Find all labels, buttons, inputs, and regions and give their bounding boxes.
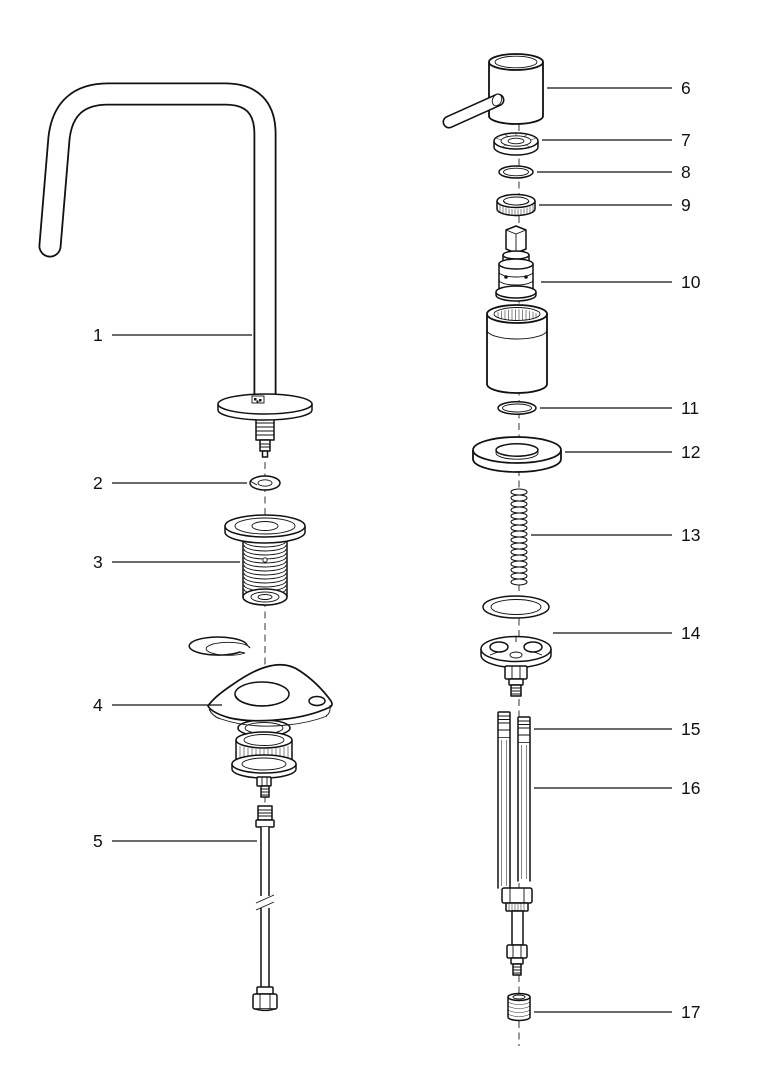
faucet-body (486, 304, 548, 394)
callout-8: 8 (537, 162, 691, 182)
part-number-16: 16 (681, 778, 700, 798)
callout-14: 14 (553, 623, 701, 643)
part-13-spring (510, 488, 528, 586)
part-number-3: 3 (93, 552, 103, 572)
part-11-o-ring (497, 401, 537, 415)
centerline-dashed (264, 124, 520, 1046)
part-number-8: 8 (681, 162, 691, 182)
part-number-13: 13 (681, 525, 700, 545)
part-number-4: 4 (93, 695, 103, 715)
part-number-10: 10 (681, 272, 701, 292)
callout-1: 1 (93, 325, 252, 345)
part-number-11: 11 (681, 398, 699, 418)
part-3-shank (224, 514, 306, 606)
callout-11: 11 (540, 398, 699, 418)
callout-17: 17 (534, 1002, 700, 1022)
part-10-cartridge (495, 225, 537, 302)
part-8-o-ring (498, 165, 534, 179)
part-number-9: 9 (681, 195, 691, 215)
part-number-12: 12 (681, 442, 700, 462)
part-5-supply-hose (252, 805, 278, 1012)
callout-12: 12 (565, 442, 700, 462)
part-6-handle (442, 53, 544, 129)
part-1-spout (38, 82, 313, 458)
part-2-clip (249, 475, 281, 491)
part-number-15: 15 (681, 719, 700, 739)
callout-5: 5 (93, 831, 257, 851)
callout-7: 7 (542, 130, 691, 150)
part-number-1: 1 (93, 325, 103, 345)
callout-15: 15 (534, 719, 700, 739)
callout-2: 2 (93, 473, 247, 493)
callout-16: 16 (534, 778, 700, 798)
part-number-14: 14 (681, 623, 701, 643)
part-12-base-ring (472, 436, 562, 473)
callout-9: 9 (539, 195, 691, 215)
part-9-ring-nut (496, 193, 536, 217)
part-15-hose-fittings (497, 711, 531, 744)
part-14-gasket-bracket (480, 595, 552, 697)
part-number-6: 6 (681, 78, 691, 98)
callout-10: 10 (541, 272, 701, 292)
callout-6: 6 (547, 78, 691, 98)
callouts: 1 2 3 4 5 6 7 8 (93, 78, 701, 1022)
part-number-7: 7 (681, 130, 691, 150)
callout-3: 3 (93, 552, 240, 572)
part-number-17: 17 (681, 1002, 700, 1022)
part-16-hoses (497, 737, 533, 976)
part-number-5: 5 (93, 831, 103, 851)
callout-4: 4 (93, 695, 222, 715)
callout-13: 13 (531, 525, 700, 545)
part-number-2: 2 (93, 473, 103, 493)
part-17-adapter (507, 992, 531, 1022)
part-4-mounting-hardware (188, 636, 333, 798)
part-7-bushing (493, 132, 539, 156)
